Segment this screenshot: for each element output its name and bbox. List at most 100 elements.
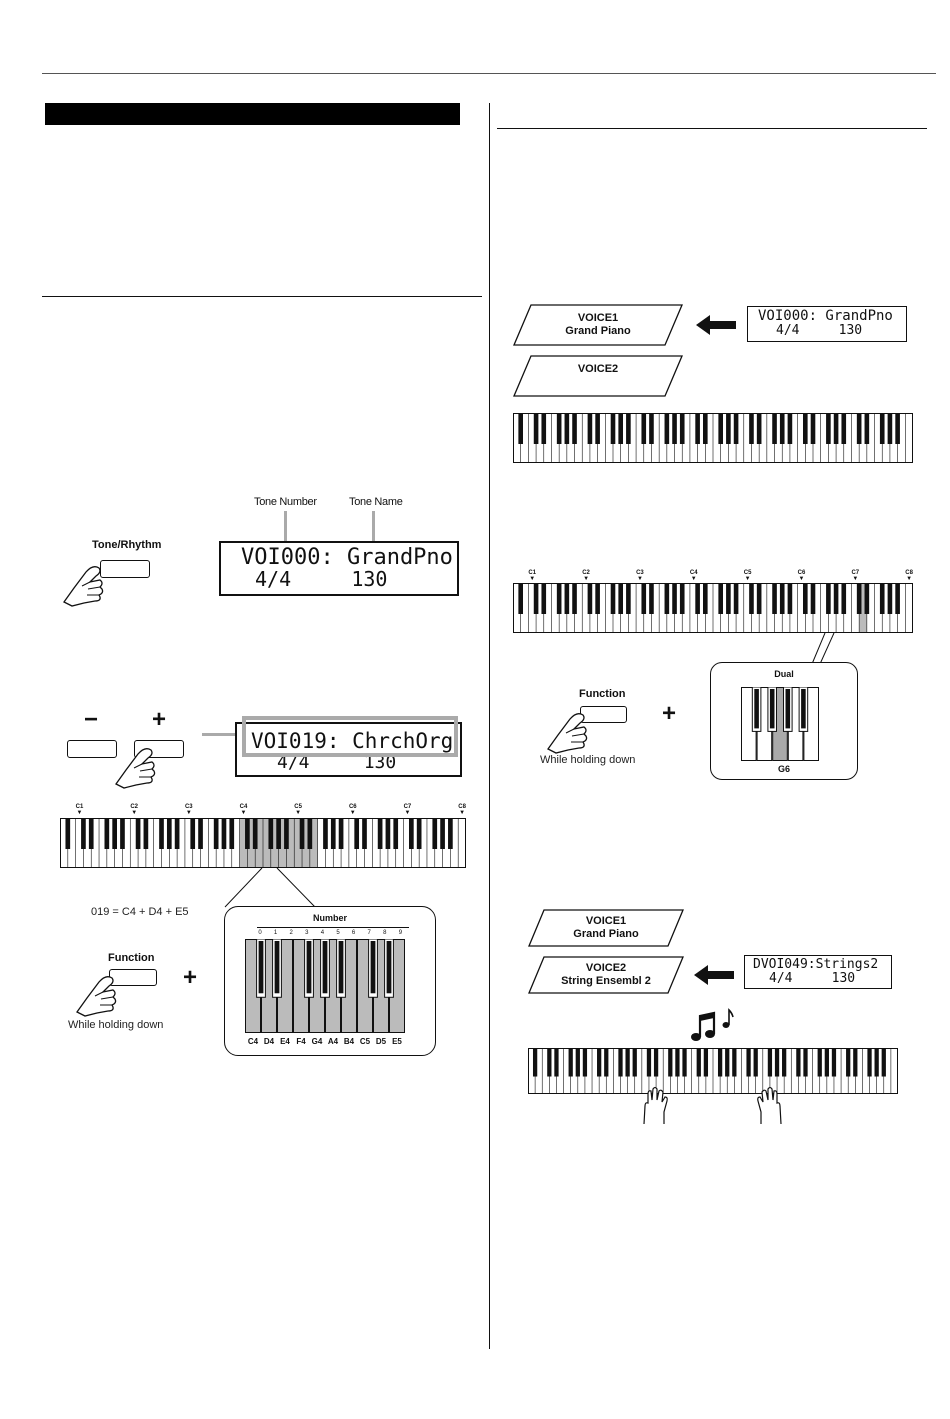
zoomed-keys (245, 938, 405, 1033)
holding-text: While holding down (68, 1019, 164, 1031)
tone-number-label: Tone Number (254, 496, 317, 508)
pressing-finger-icon (547, 713, 588, 754)
tone-rhythm-label: Tone/Rhythm (92, 539, 162, 551)
octave-label: C1▼ (75, 804, 84, 816)
octave-label: C7▼ (403, 804, 412, 816)
plate-line-2: String Ensembl 2 (561, 975, 651, 987)
note-name: F4 (296, 1037, 306, 1046)
keyboard-right-2 (513, 583, 913, 633)
dual-note: G6 (777, 764, 790, 774)
lcd-line-2: 4/4 130 (277, 752, 397, 773)
tone-rhythm-button[interactable] (100, 560, 150, 578)
number-digit: 8 (383, 930, 387, 936)
octave-label: C6▼ (797, 570, 806, 582)
lcd-display-organ: VOI019: ChrchOrg 4/4 130 (235, 722, 462, 777)
formula-text: 019 = C4 + D4 + E5 (91, 906, 189, 918)
lcd-line-1: DVOI049:Strings2 (753, 957, 879, 972)
minus-button[interactable] (67, 740, 117, 758)
plate-line-2: Grand Piano (573, 928, 639, 940)
octave-label: C3▼ (184, 804, 193, 816)
lcd-display-voice: VOI000: GrandPno 4/4 130 (747, 306, 907, 342)
number-digit: 2 (289, 930, 293, 936)
octave-label: C5▼ (294, 804, 302, 816)
zoomed-keys (741, 686, 820, 761)
number-digit: 6 (351, 930, 356, 936)
number-title: Number (312, 913, 347, 923)
keyboard-right-1 (513, 413, 913, 463)
lcd-pointer-line (202, 733, 242, 736)
number-digit: 7 (367, 930, 371, 936)
note-name: D5 (375, 1037, 387, 1046)
keyboard-left (60, 818, 466, 868)
number-digit: 3 (305, 930, 309, 936)
holding-text: While holding down (540, 754, 636, 766)
note-name: E5 (392, 1037, 402, 1046)
voice1-plate: VOICE1 Grand Piano (513, 304, 683, 346)
octave-label: C6▼ (348, 804, 357, 816)
note-name: E4 (280, 1037, 290, 1046)
octave-label: C2▼ (582, 570, 590, 582)
voice2-plate: VOICE2 String Ensembl 2 (528, 956, 684, 994)
left-hand-icon (643, 1086, 668, 1125)
octave-label: C3▼ (636, 570, 644, 582)
minus-label: − (84, 706, 99, 733)
octave-label: C7▼ (851, 570, 860, 582)
octave-label: C8▼ (905, 570, 913, 582)
note-name: G4 (311, 1037, 323, 1046)
number-scale-line (257, 927, 409, 928)
lcd-display-dual: DVOI049:Strings2 4/4 130 (744, 955, 892, 989)
plate-line-1: VOICE1 (585, 915, 627, 927)
plate-line-2: Grand Piano (565, 325, 631, 337)
plus-label: + (152, 706, 167, 733)
note-name: C5 (359, 1037, 371, 1046)
octave-label: C8▼ (458, 804, 466, 816)
number-digit: 1 (273, 930, 278, 936)
lcd-highlight-frame (242, 716, 458, 757)
dual-zoom-box: Dual G6 (710, 662, 858, 780)
pressing-finger-icon (76, 976, 117, 1017)
right-hand-icon (757, 1086, 782, 1125)
right-section-rule (497, 128, 927, 129)
tone-number-pointer (284, 511, 287, 553)
number-digit: 9 (398, 930, 403, 936)
octave-label: C1▼ (528, 570, 537, 582)
plate-line-1: VOICE1 (577, 312, 619, 324)
function-label: Function (108, 952, 155, 964)
note-name: D4 (263, 1037, 275, 1046)
octave-label: C2▼ (130, 804, 138, 816)
note-name: B4 (343, 1037, 355, 1046)
music-notes-icon (691, 1008, 734, 1041)
octave-label: C5▼ (743, 570, 752, 582)
pressing-finger-icon (63, 566, 104, 607)
left-arrow-icon (696, 315, 736, 335)
pressing-finger-icon (115, 748, 156, 789)
octave-label: C4▼ (689, 570, 698, 582)
lcd-line-1: VOI000: GrandPno (758, 308, 893, 324)
keyboard-right-3 (528, 1048, 898, 1094)
plate-line-1: VOICE2 (585, 962, 627, 974)
function-label: Function (579, 688, 626, 700)
left-section-rule (42, 296, 482, 297)
voice1-plate: VOICE1 Grand Piano (528, 909, 684, 947)
column-divider (489, 103, 490, 1349)
note-name: A4 (327, 1037, 339, 1046)
lcd-line-2: 4/4 130 (769, 971, 856, 986)
octave-label: C4▼ (239, 804, 248, 816)
tone-name-pointer (372, 511, 375, 553)
plus-sign: + (662, 700, 677, 727)
number-digit: 5 (336, 930, 340, 936)
lcd-line-2: 4/4 130 (776, 323, 863, 338)
lcd-line-1: VOI019: ChrchOrg (251, 729, 454, 753)
number-digit: 0 (258, 930, 262, 936)
left-arrow-icon (694, 965, 734, 985)
dual-title: Dual (774, 669, 794, 679)
plus-sign: + (183, 964, 198, 991)
plate-line-1: VOICE2 (577, 363, 619, 375)
number-digit: 4 (320, 930, 325, 936)
tone-name-label: Tone Name (349, 496, 403, 508)
lcd-line-2: 4/4 130 (255, 567, 388, 591)
top-rule (42, 73, 936, 74)
